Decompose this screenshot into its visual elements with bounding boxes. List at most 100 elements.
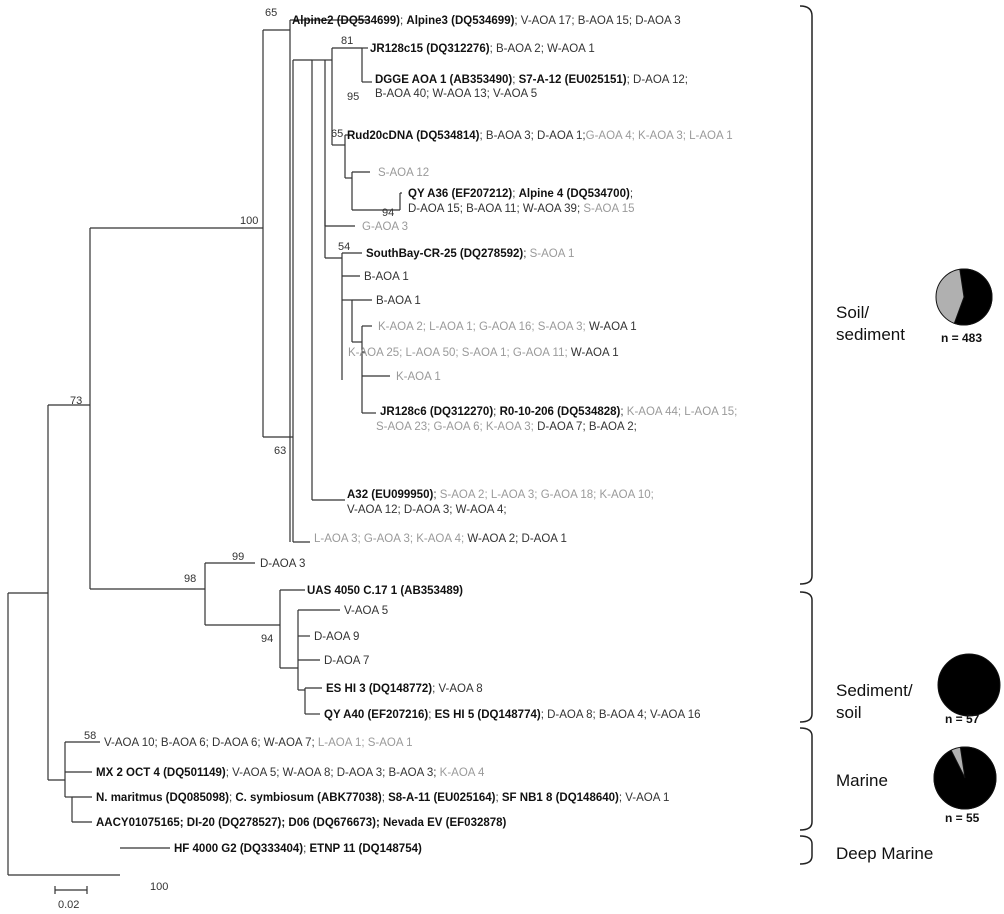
leaf-label-segment: ;: [493, 406, 499, 418]
pie-charts: n = 483 n = 57 n = 55: [933, 268, 1001, 825]
leaf-label-segment: MX 2 OCT 4 (DQ501149): [96, 767, 226, 779]
pie-slice-black: [953, 268, 993, 326]
bootstrap-value: 65: [331, 128, 343, 140]
leaf-label: A32 (EU099950); S-AOA 2; L-AOA 3; G-AOA …: [347, 489, 654, 501]
leaf-label: Alpine2 (DQ534699); Alpine3 (DQ534699); …: [292, 15, 681, 27]
group-label-line: Sediment/: [836, 681, 913, 700]
bootstrap-value: 73: [70, 395, 82, 407]
leaf-label: V-AOA 12; D-AOA 3; W-AOA 4;: [347, 504, 507, 516]
leaf-label-segment: JR128c6 (DQ312270): [380, 406, 493, 418]
bootstrap-value: 81: [341, 35, 353, 47]
pie-marine: [933, 746, 997, 810]
pie-soil-sediment: [935, 268, 993, 326]
leaf-label-segment: S-AOA 2; L-AOA 3; G-AOA 18; K-AOA 10;: [440, 489, 654, 501]
leaf-label-segment: ;: [303, 843, 309, 855]
leaf-label: ES HI 3 (DQ148772); V-AOA 8: [326, 683, 483, 695]
leaf-label: QY A40 (EF207216); ES HI 5 (DQ148774); D…: [324, 709, 701, 721]
leaf-label: N. maritmus (DQ085098); C. symbiosum (AB…: [96, 792, 669, 804]
pie-count: n = 55: [945, 811, 980, 825]
leaf-label: D-AOA 9: [314, 631, 359, 643]
leaf-label: B-AOA 1: [376, 295, 421, 307]
group-label-line: sediment: [836, 325, 905, 344]
leaf-label-segment: ;: [496, 792, 502, 804]
leaf-label-segment: B-AOA 1: [364, 271, 409, 283]
leaf-label-segment: K-AOA 25; L-AOA 50; S-AOA 1; G-AOA 11;: [348, 347, 571, 359]
leaf-label-segment: R0-10-206 (DQ534828): [500, 406, 621, 418]
leaf-label: QY A36 (EF207212); Alpine 4 (DQ534700);: [408, 188, 633, 200]
bracket-sediment-soil: [799, 591, 813, 723]
leaf-label-segment: V-AOA 10; B-AOA 6; D-AOA 6; W-AOA 7;: [104, 737, 318, 749]
leaf-label-segment: S-AOA 1: [530, 248, 575, 260]
leaf-label-segment: D-AOA 9: [314, 631, 359, 643]
leaf-label-segment: DGGE AOA 1 (AB353490): [375, 74, 512, 86]
leaf-label-segment: S8-A-11 (EU025164): [388, 792, 496, 804]
bootstrap-value: 95: [347, 91, 359, 103]
leaf-label-segment: A32 (EU099950): [347, 489, 433, 501]
leaf-label-segment: ;: [229, 792, 235, 804]
leaf-label-segment: Alpine2 (DQ534699): [292, 15, 400, 27]
leaf-label-segment: Alpine 4 (DQ534700): [519, 188, 630, 200]
leaf-label-segment: K-AOA 44; L-AOA 15;: [627, 406, 738, 418]
leaf-label-segment: ;: [630, 188, 633, 200]
leaf-label-segment: W-AOA 1: [589, 321, 637, 333]
leaf-label: K-AOA 1: [396, 371, 441, 383]
leaf-label: D-AOA 7: [324, 655, 369, 667]
leaf-label-segment: C. symbiosum (ABK77038): [235, 792, 382, 804]
leaf-label-segment: S7-A-12 (EU025151): [519, 74, 627, 86]
bootstrap-value: 94: [261, 633, 273, 645]
leaf-label: G-AOA 3: [362, 221, 408, 233]
leaf-label-segment: ; D-AOA 8; B-AOA 4; V-AOA 16: [541, 709, 701, 721]
bootstrap-value: 54: [338, 241, 350, 253]
leaf-label: Rud20cDNA (DQ534814); B-AOA 3; D-AOA 1;G…: [347, 130, 733, 142]
bootstrap-value: 94: [382, 207, 394, 219]
leaf-label-segment: ;: [620, 406, 626, 418]
leaf-label: SouthBay-CR-25 (DQ278592); S-AOA 1: [366, 248, 574, 260]
leaf-label: JR128c6 (DQ312270); R0-10-206 (DQ534828)…: [380, 406, 737, 418]
pie-slice-grey: [937, 653, 1001, 717]
leaf-label-segment: K-AOA 1: [396, 371, 441, 383]
bootstrap-value: 99: [232, 551, 244, 563]
leaf-label-segment: S-AOA 12: [378, 167, 429, 179]
leaf-label-segment: W-AOA 1: [571, 347, 619, 359]
leaf-label: V-AOA 10; B-AOA 6; D-AOA 6; W-AOA 7; L-A…: [104, 737, 413, 749]
bootstrap-values: 65 81 95 65 94 100 54 63 73 99 98 94 58 …: [70, 7, 394, 893]
leaf-label-segment: ; D-AOA 12;: [627, 74, 688, 86]
leaf-label-segment: HF 4000 G2 (DQ333404): [174, 843, 303, 855]
leaf-label-segment: ; B-AOA 2; W-AOA 1: [490, 43, 595, 55]
bootstrap-value: 100: [150, 881, 168, 893]
leaf-label-segment: W-AOA 2; D-AOA 1: [467, 533, 567, 545]
leaf-label-segment: G-AOA 3: [362, 221, 408, 233]
bootstrap-value: 98: [184, 573, 196, 585]
leaf-label-segment: ; V-AOA 1: [619, 792, 670, 804]
bracket-deep-marine: [799, 835, 813, 865]
group-label-sediment-soil: Sediment/ soil: [836, 681, 917, 722]
leaf-label-segment: Rud20cDNA (DQ534814): [347, 130, 480, 142]
leaf-label-segment: AACY01075165; DI-20 (DQ278527); D06 (DQ6…: [96, 817, 507, 829]
pie-count: n = 483: [941, 331, 982, 345]
leaf-label-segment: K-AOA 2; L-AOA 1; G-AOA 16; S-AOA 3;: [378, 321, 589, 333]
leaf-label-segment: QY A40 (EF207216): [324, 709, 428, 721]
group-brackets: [799, 5, 813, 865]
bootstrap-value: 63: [274, 445, 286, 457]
leaf-label-segment: ES HI 3 (DQ148772): [326, 683, 432, 695]
leaf-label-segment: Alpine3 (DQ534699): [406, 15, 514, 27]
leaf-label-segment: ;: [512, 188, 518, 200]
leaf-label: DGGE AOA 1 (AB353490); S7-A-12 (EU025151…: [375, 74, 688, 86]
group-label-line: Soil/: [836, 303, 869, 322]
leaf-label-segment: JR128c15 (DQ312276): [370, 43, 490, 55]
group-labels: Soil/ sediment Sediment/ soil Marine Dee…: [836, 303, 933, 863]
leaf-labels: Alpine2 (DQ534699); Alpine3 (DQ534699) ; …: [96, 15, 737, 855]
leaf-label-segment: V-AOA 5: [344, 605, 388, 617]
leaf-label-segment: L-AOA 1; S-AOA 1: [318, 737, 413, 749]
leaf-label: HF 4000 G2 (DQ333404); ETNP 11 (DQ148754…: [174, 843, 422, 855]
leaf-label-segment: QY A36 (EF207212): [408, 188, 512, 200]
leaf-label: L-AOA 3; G-AOA 3; K-AOA 4; W-AOA 2; D-AO…: [314, 533, 567, 545]
leaf-label-segment: D-AOA 7: [324, 655, 369, 667]
leaf-label-segment: D-AOA 7; B-AOA 2;: [537, 421, 637, 433]
bootstrap-value: 65: [265, 7, 277, 19]
bracket-soil-sediment: [799, 5, 813, 585]
group-label-line: soil: [836, 703, 862, 722]
scale-bar: 0.02: [54, 886, 88, 911]
